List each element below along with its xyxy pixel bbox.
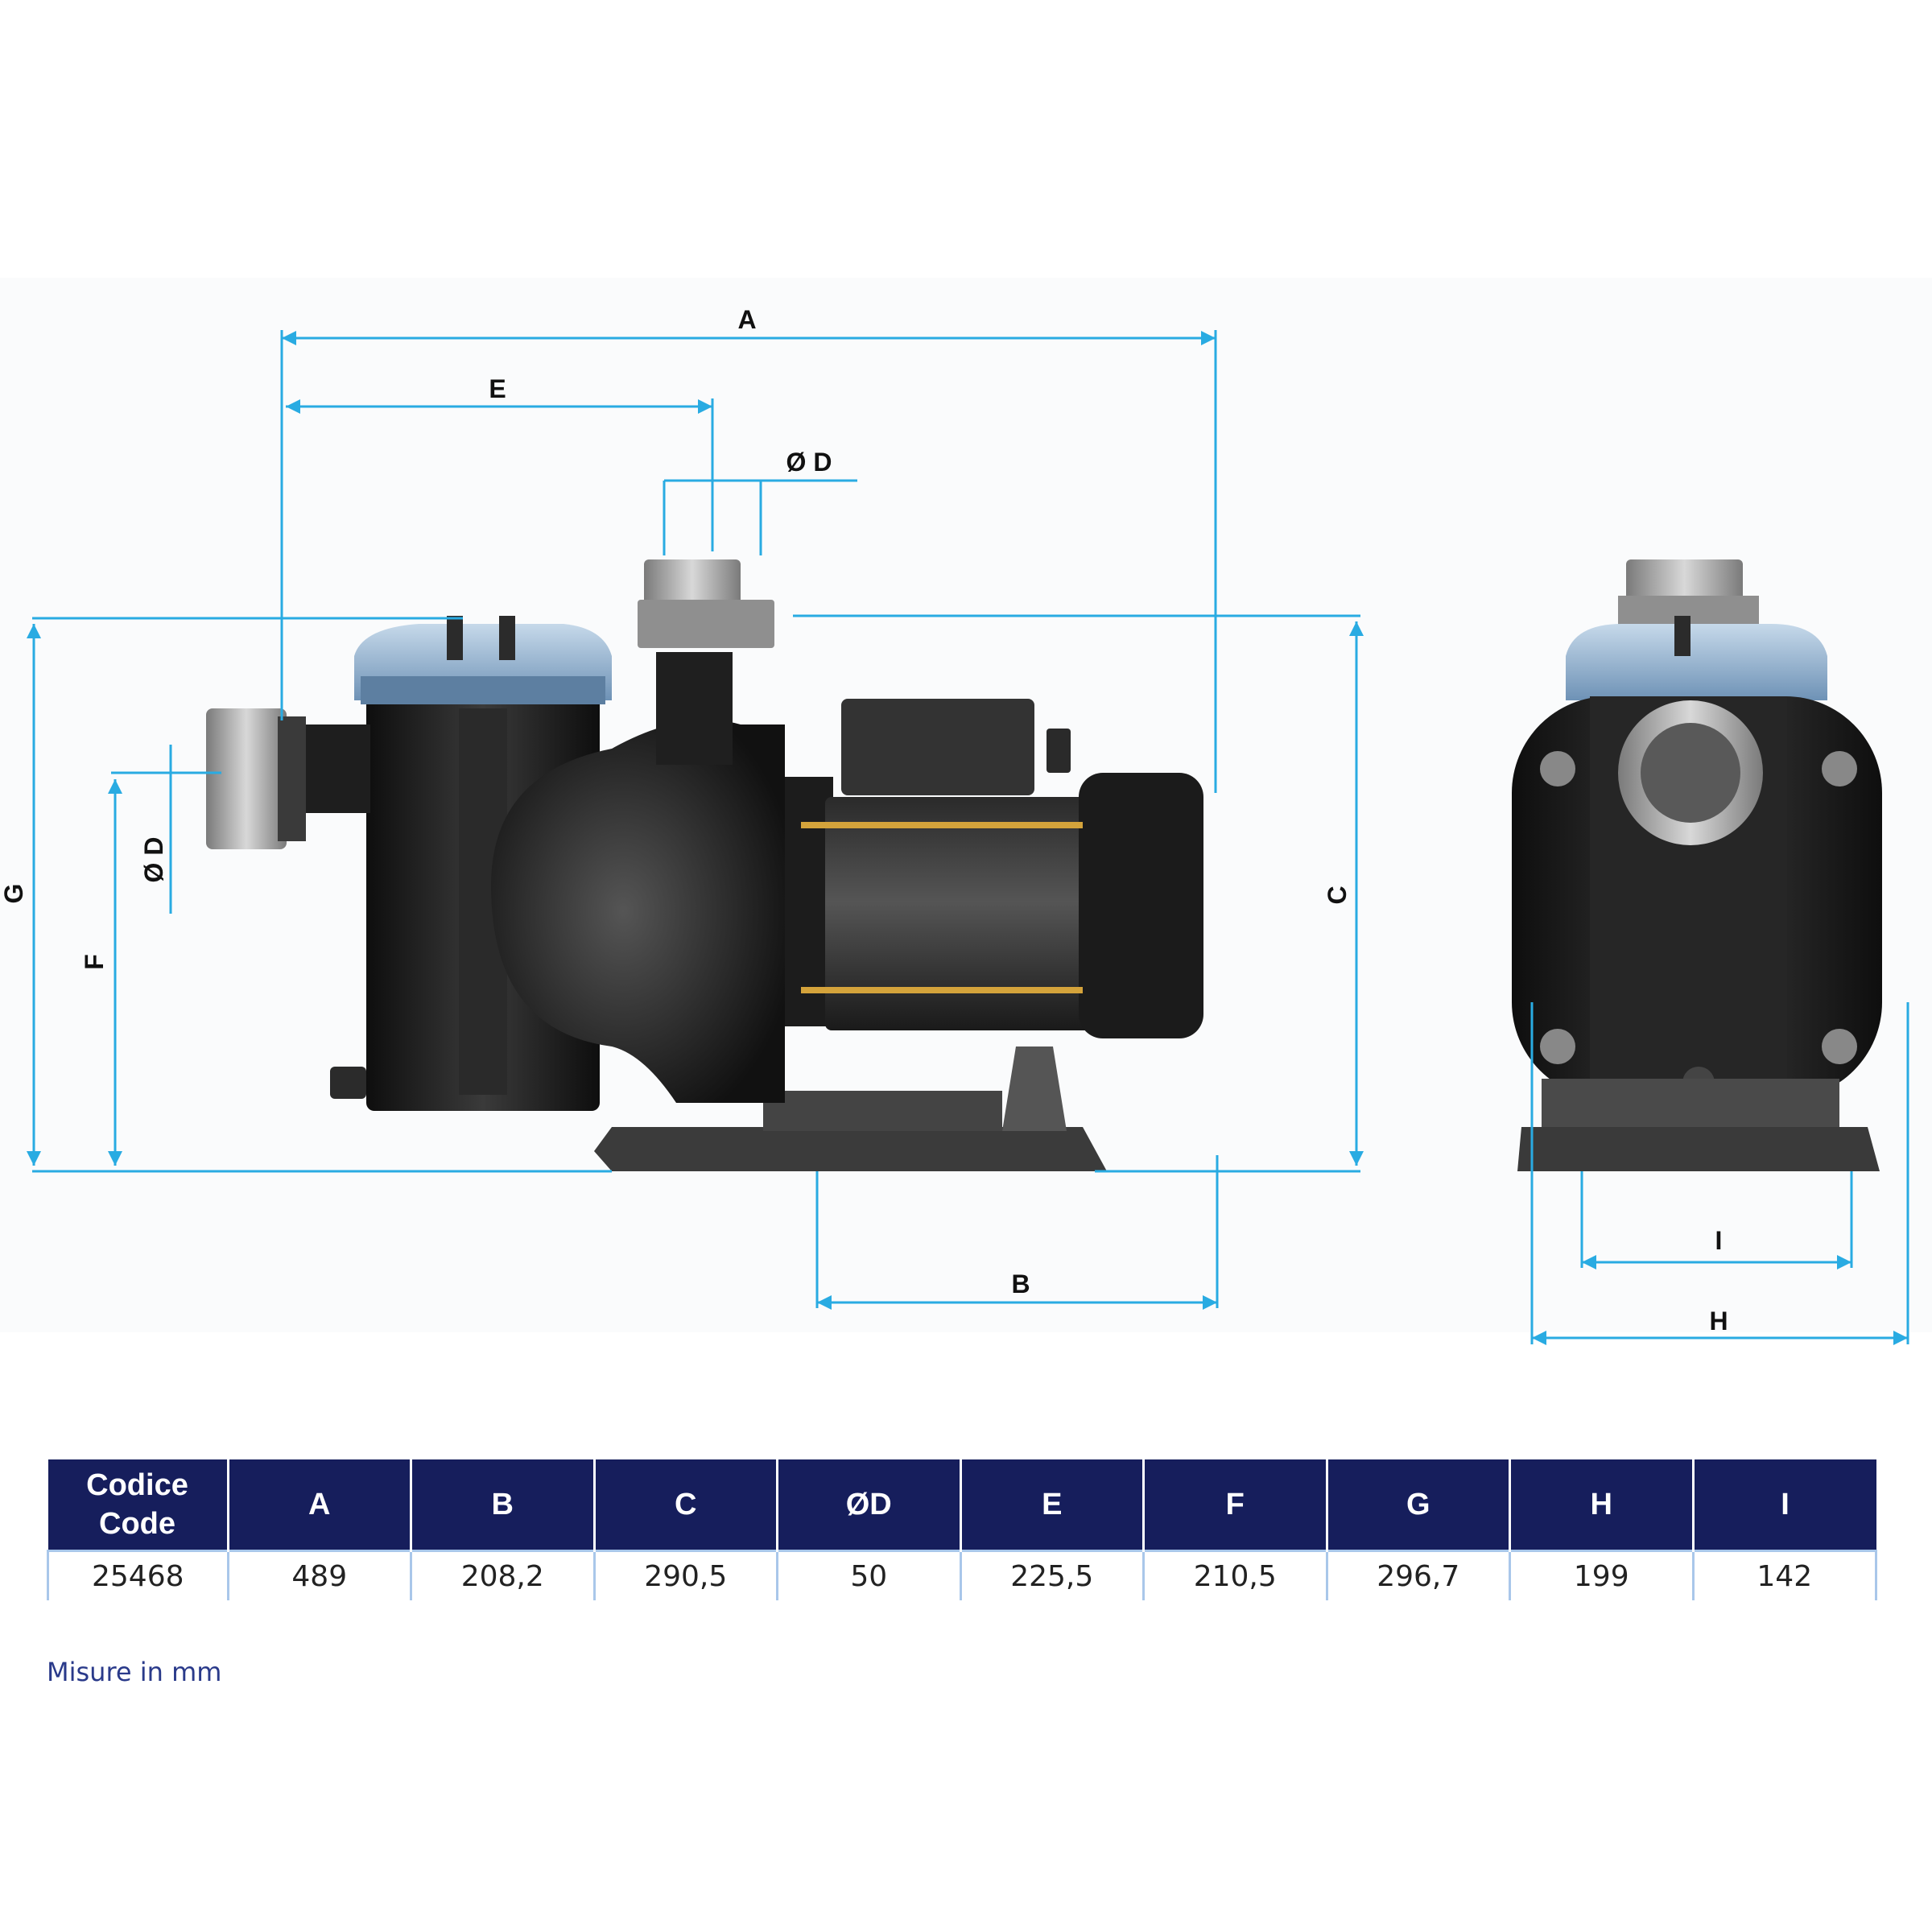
motor-fan-cover [1079,773,1203,1038]
pump-front-view [1512,559,1882,1171]
terminal-box [841,699,1034,795]
motor-foot [1002,1046,1067,1131]
col-header: C [592,1459,778,1551]
dim-label-f: F [80,954,109,970]
front-base [1542,1079,1839,1127]
table-cell: 290,5 [592,1550,778,1600]
table-cell: 25468 [47,1550,228,1600]
dimension-table: Codice Code A B C ØD E F G H I 25468 489… [47,1459,1877,1600]
units-footnote: Misure in mm [47,1657,222,1687]
col-header-code-line1: Codice [86,1468,188,1502]
table-row: 25468 489 208,2 290,5 50 225,5 210,5 296… [47,1550,1877,1600]
outlet-pipe [656,652,733,765]
motor-body [825,797,1091,1030]
col-header: G [1325,1459,1510,1551]
dim-label-c: C [1323,886,1352,904]
table-cell: 199 [1509,1550,1693,1600]
col-header: ØD [776,1459,960,1551]
col-header: A [226,1459,411,1551]
pump-volute [491,720,785,1103]
dim-label-d-top: Ø D [786,448,832,477]
pump-base [594,1127,1107,1171]
dim-label-i: I [1715,1226,1723,1255]
col-header-code: Codice Code [47,1459,228,1551]
col-header: I [1691,1459,1876,1551]
dim-label-a: A [737,305,756,334]
dimension-lines [27,330,1909,1345]
table-cell: 208,2 [410,1550,594,1600]
front-lid [1566,624,1827,700]
table-cell: 210,5 [1142,1550,1327,1600]
inlet-fitting [206,708,287,849]
col-header: F [1142,1459,1327,1551]
dim-label-b: B [1011,1269,1030,1298]
table-header-row: Codice Code A B C ØD E F G H I [47,1459,1876,1551]
table-cell: 50 [776,1550,960,1600]
col-header: E [959,1459,1144,1551]
table-cell: 489 [226,1550,411,1600]
table-cell: 296,7 [1325,1550,1510,1600]
col-header-code-line2: Code [99,1507,175,1541]
col-header: H [1509,1459,1693,1551]
dim-label-d-side: Ø D [139,837,168,883]
dim-label-g: G [0,884,28,904]
dim-label-h: H [1709,1307,1728,1335]
dim-label-e: E [489,374,506,403]
table-cell: 142 [1691,1550,1877,1600]
col-header: B [410,1459,594,1551]
pump-side-view [206,559,1203,1171]
table-cell: 225,5 [959,1550,1144,1600]
